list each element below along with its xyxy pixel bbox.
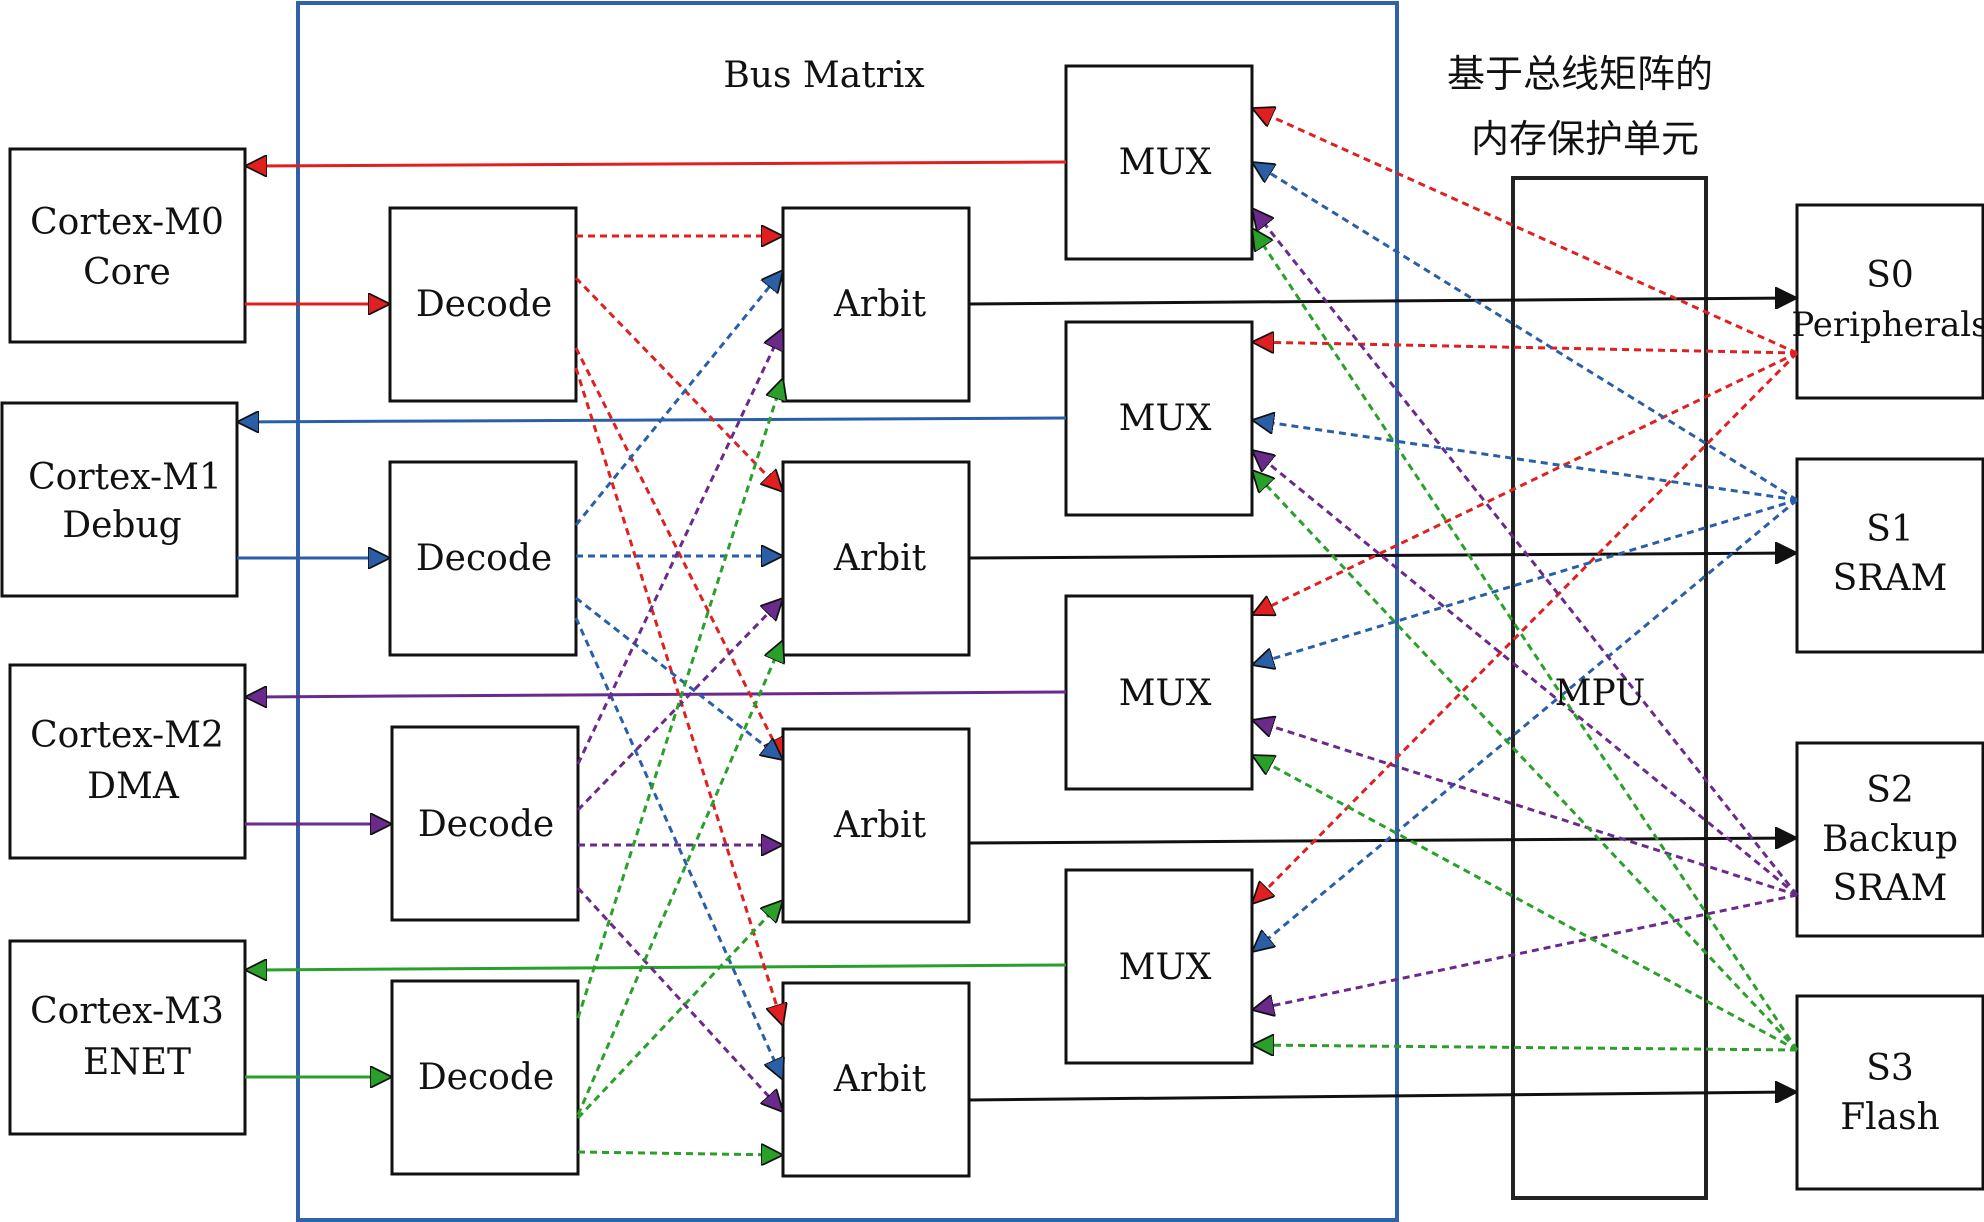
- decode-to-arbit-line: [576, 598, 783, 812]
- master-box-m1: Cortex-M1 Debug: [0, 401, 239, 598]
- arbit-label: Arbit: [833, 284, 927, 325]
- slave-box-s1: S1 SRAM: [1795, 457, 1984, 654]
- master-m2-name: Cortex-M2: [30, 715, 224, 756]
- slave-box-s0: S0 Peripherals: [1791, 203, 1984, 400]
- master-m0-role: Core: [83, 252, 171, 293]
- decode-to-arbit-line: [576, 900, 783, 1120]
- decode-to-arbit-line: [576, 328, 783, 765]
- slave-s1-id: S1: [1866, 509, 1914, 550]
- master-m2-role: DMA: [87, 766, 180, 807]
- decode-box-2: Decode: [390, 725, 580, 922]
- decode-to-arbit-line: [574, 276, 783, 492]
- decode-to-arbit-line: [576, 886, 783, 1112]
- bus-matrix-title: Bus Matrix: [723, 55, 924, 96]
- slave-to-mux-line: [1252, 351, 1798, 617]
- slave-to-mux-line: [1252, 420, 1798, 502]
- decode-label: Decode: [416, 284, 552, 325]
- master-box-m2: Cortex-M2 DMA: [8, 663, 247, 860]
- slave-s3-name: Flash: [1840, 1097, 1940, 1138]
- arbit-box-0: Arbit: [781, 206, 971, 403]
- arbit-to-slave-line: [968, 553, 1797, 558]
- slave-s2-sub: SRAM: [1833, 868, 1948, 909]
- arbit-label: Arbit: [833, 1059, 927, 1100]
- mux-box-1: MUX: [1064, 320, 1254, 517]
- arbit-box-2: Arbit: [781, 727, 971, 924]
- master-m0-name: Cortex-M0: [30, 202, 224, 243]
- protection-caption-line1: 基于总线矩阵的: [1447, 52, 1713, 96]
- decode-to-arbit-line: [576, 640, 783, 1116]
- decode-to-arbit-line: [574, 347, 785, 760]
- mux-label: MUX: [1119, 947, 1212, 988]
- slave-s1-name: SRAM: [1833, 558, 1948, 599]
- decode-to-arbit-line: [574, 367, 783, 1026]
- mux-box-2: MUX: [1064, 594, 1254, 791]
- slave-s3-id: S3: [1866, 1048, 1914, 1089]
- slave-to-mux-line: [1252, 342, 1798, 355]
- decode-to-arbit-line: [575, 596, 783, 760]
- decode-label: Decode: [418, 804, 554, 845]
- bus-matrix-frame: [296, 1, 1399, 1222]
- decode-to-arbit-line: [574, 270, 783, 526]
- master-m1-name: Cortex-M1: [28, 457, 222, 498]
- protection-caption-line2: 内存保护单元: [1471, 117, 1699, 161]
- decode-label: Decode: [416, 538, 552, 579]
- slave-to-mux-line: [1252, 893, 1798, 1010]
- mux-label: MUX: [1119, 673, 1212, 714]
- arbit-label: Arbit: [833, 805, 927, 846]
- slave-to-mux-line: [1252, 450, 1798, 897]
- master-m3-role: ENET: [83, 1042, 191, 1083]
- decode-to-arbit-line: [577, 1152, 783, 1155]
- master-m1-role: Debug: [62, 505, 181, 546]
- mux-box-3: MUX: [1064, 868, 1254, 1065]
- slave-box-s2: S2 Backup SRAM: [1795, 741, 1984, 938]
- mux-label: MUX: [1119, 142, 1212, 183]
- master-box-m0: Cortex-M0 Core: [8, 147, 247, 344]
- slave-to-mux-line: [1252, 351, 1799, 904]
- arbit-box-3: Arbit: [781, 981, 971, 1178]
- connection-lines: [237, 108, 1799, 1155]
- slave-to-mux-line: [1250, 228, 1799, 1051]
- mux-to-master-line: [245, 692, 1067, 697]
- slave-to-mux-line: [1252, 470, 1799, 1052]
- slave-to-mux-line: [1252, 160, 1798, 502]
- mux-box-0: MUX: [1064, 64, 1254, 261]
- mpu-label: MPU: [1555, 673, 1646, 714]
- slave-to-mux-line: [1252, 720, 1798, 897]
- mux-to-master-line: [245, 162, 1067, 166]
- arbit-to-slave-line: [968, 1092, 1797, 1100]
- decode-box-1: Decode: [388, 460, 578, 657]
- slave-s0-id: S0: [1866, 255, 1914, 296]
- arbit-label: Arbit: [833, 538, 927, 579]
- slave-to-mux-line: [1252, 498, 1798, 665]
- slave-s2-name: Backup: [1822, 819, 1958, 860]
- slave-to-mux-line: [1252, 208, 1799, 896]
- slave-to-mux-line: [1252, 498, 1798, 952]
- decode-box-3: Decode: [390, 979, 580, 1176]
- master-box-m3: Cortex-M3 ENET: [8, 939, 247, 1136]
- arbit-to-slave-line: [968, 298, 1797, 304]
- decode-label: Decode: [418, 1057, 554, 1098]
- slave-s0-name: Peripherals: [1791, 305, 1984, 345]
- decode-box-0: Decode: [388, 206, 578, 403]
- master-m3-name: Cortex-M3: [30, 991, 224, 1032]
- mux-to-master-line: [237, 418, 1067, 422]
- slave-to-mux-line: [1252, 1045, 1798, 1050]
- slave-to-mux-line: [1252, 753, 1798, 1052]
- mpu-box: [1511, 176, 1708, 1200]
- slave-s2-id: S2: [1866, 770, 1914, 811]
- slave-to-mux-line: [1252, 108, 1798, 355]
- mux-to-master-line: [245, 965, 1067, 970]
- mux-label: MUX: [1119, 398, 1212, 439]
- slave-box-s3: S3 Flash: [1795, 994, 1984, 1191]
- arbit-box-1: Arbit: [781, 460, 971, 657]
- arbit-to-slave-line: [968, 838, 1797, 843]
- decode-to-arbit-line: [576, 378, 783, 1019]
